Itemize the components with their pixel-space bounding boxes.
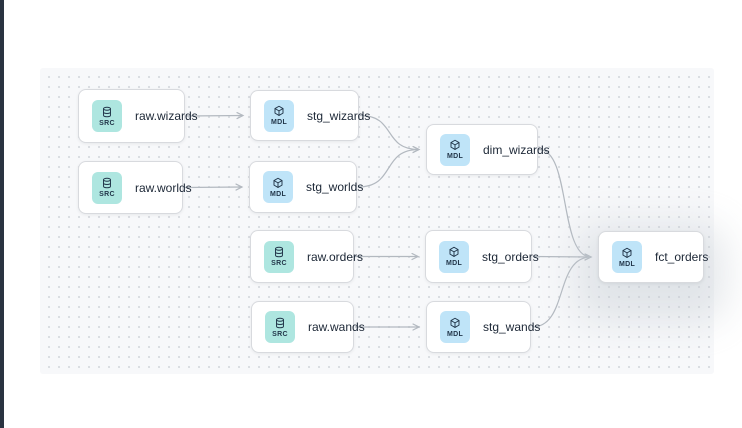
- edge-raw_worlds-to-stg_worlds: [183, 187, 242, 188]
- badge-label: SRC: [99, 119, 115, 127]
- mdl-badge: MDL: [440, 133, 470, 166]
- node-raw_orders[interactable]: SRC raw.orders: [250, 230, 363, 283]
- badge-label: MDL: [618, 260, 636, 268]
- mdl-badge: MDL: [264, 99, 294, 132]
- edge-layer: [183, 68, 714, 374]
- node-label: stg_wizards: [307, 108, 371, 123]
- badge-label: MDL: [270, 119, 288, 126]
- src-badge: SRC: [92, 100, 122, 132]
- badge-label: MDL: [445, 260, 463, 267]
- mdl-badge: MDL: [439, 240, 469, 273]
- edge-stg_worlds-to-dim_wizards: [357, 150, 419, 188]
- cube-icon: [272, 177, 284, 189]
- node-raw_wizards[interactable]: SRC raw.wizards: [78, 89, 198, 143]
- edge-stg_wands-to-fct_orders: [531, 257, 591, 328]
- database-icon: [274, 317, 286, 329]
- node-label: stg_wands: [483, 320, 541, 334]
- badge-label: SRC: [271, 260, 287, 267]
- src-badge: SRC: [264, 240, 294, 273]
- node-stg_wands[interactable]: MDL stg_wands: [426, 301, 540, 353]
- node-fct_orders[interactable]: MDL fct_orders: [598, 231, 708, 283]
- mdl-badge: MDL: [263, 171, 293, 203]
- node-label: dim_wizards: [483, 142, 550, 157]
- cube-icon: [449, 139, 461, 151]
- badge-label: SRC: [272, 330, 288, 338]
- mdl-badge: MDL: [440, 311, 470, 343]
- node-stg_worlds[interactable]: MDL stg_worlds: [249, 161, 363, 213]
- node-stg_wizards[interactable]: MDL stg_wizards: [250, 90, 370, 141]
- left-edge-strip: [0, 0, 4, 428]
- node-label: raw.worlds: [135, 180, 192, 195]
- cube-icon: [621, 247, 633, 259]
- badge-label: MDL: [446, 153, 464, 160]
- badge-label: MDL: [269, 190, 287, 198]
- node-label: stg_orders: [482, 249, 539, 264]
- database-icon: [273, 246, 285, 258]
- cube-icon: [448, 246, 460, 258]
- edge-dim_wizards-to-fct_orders: [538, 148, 591, 258]
- node-label: stg_worlds: [306, 180, 364, 194]
- edge-stg_orders-to-fct_orders: [532, 257, 591, 258]
- edge-raw_wizards-to-stg_wizards: [185, 116, 243, 117]
- node-dim_wizards[interactable]: MDL dim_wizards: [426, 124, 550, 175]
- node-label: raw.wands: [308, 320, 365, 334]
- edge-stg_wizards-to-dim_wizards: [359, 114, 419, 150]
- src-badge: SRC: [92, 171, 122, 204]
- badge-label: MDL: [446, 330, 464, 338]
- node-label: fct_orders: [655, 250, 709, 264]
- cube-icon: [449, 317, 461, 329]
- node-label: raw.wizards: [135, 109, 198, 123]
- node-label: raw.orders: [307, 249, 364, 264]
- node-raw_wands[interactable]: SRC raw.wands: [251, 301, 365, 353]
- mdl-badge: MDL: [612, 241, 642, 273]
- database-icon: [101, 177, 113, 189]
- badge-label: SRC: [99, 191, 115, 198]
- database-icon: [101, 106, 113, 118]
- src-badge: SRC: [265, 311, 295, 343]
- cube-icon: [273, 105, 285, 117]
- node-stg_orders[interactable]: MDL stg_orders: [425, 230, 539, 283]
- node-raw_worlds[interactable]: SRC raw.worlds: [78, 161, 192, 214]
- dag-edges: [183, 114, 591, 328]
